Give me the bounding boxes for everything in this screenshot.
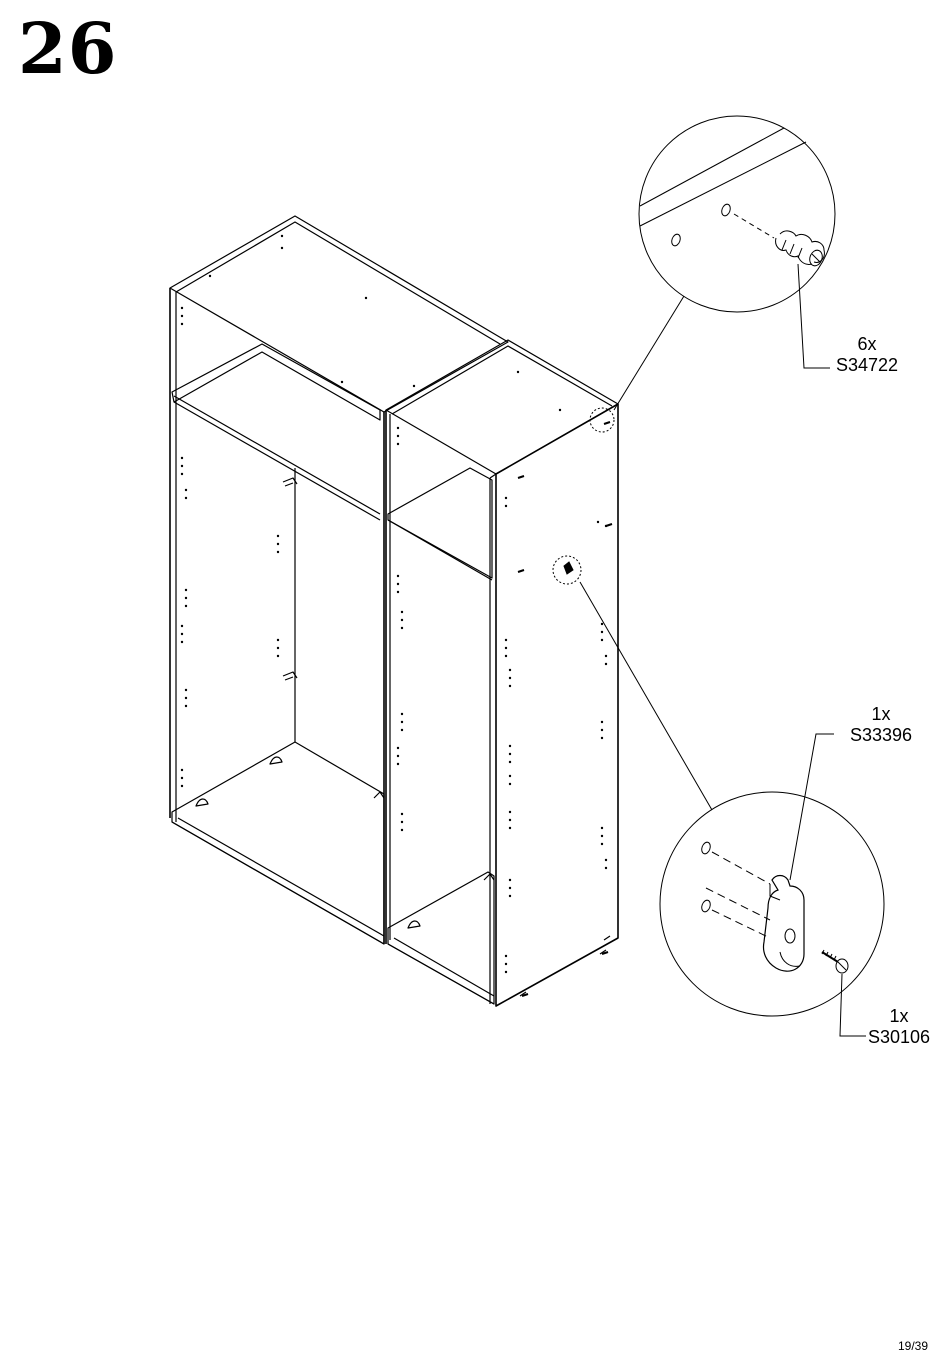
callout-dowel: 6x S34722: [836, 334, 898, 375]
detail-hanger-support: [553, 556, 884, 1036]
callout-hanger-support-code: S33396: [850, 725, 912, 746]
callout-hanger-support: 1x S33396: [850, 704, 912, 745]
left-cabinet-shelf: [172, 344, 380, 420]
left-cabinet: [170, 216, 508, 944]
right-cabinet-top: [386, 340, 618, 474]
left-cabinet-top: [170, 216, 508, 412]
hanger-bracket-icon: [764, 876, 805, 972]
detail-circle-top: [639, 116, 835, 312]
cam-dowel-icon: [776, 231, 825, 268]
callout-dowel-code: S34722: [836, 355, 898, 376]
callout-screw: 1x S30106: [868, 1006, 930, 1047]
callout-screw-quantity: 1x: [868, 1006, 930, 1027]
detail-circle-bottom: [660, 792, 884, 1016]
right-cabinet-shelf: [388, 468, 492, 578]
screw-icon: [822, 950, 848, 973]
callout-screw-code: S30106: [868, 1027, 930, 1048]
callout-hanger-support-quantity: 1x: [850, 704, 912, 725]
source-marker-top: [590, 408, 614, 432]
callout-dowel-quantity: 6x: [836, 334, 898, 355]
page-number: 19/39: [898, 1339, 928, 1353]
right-cabinet-side-panel: [496, 404, 618, 1006]
drill-holes: [181, 235, 607, 973]
right-cabinet: [386, 340, 618, 1006]
left-cabinet-bottom: [172, 742, 384, 944]
detail-dowel: [590, 116, 835, 432]
